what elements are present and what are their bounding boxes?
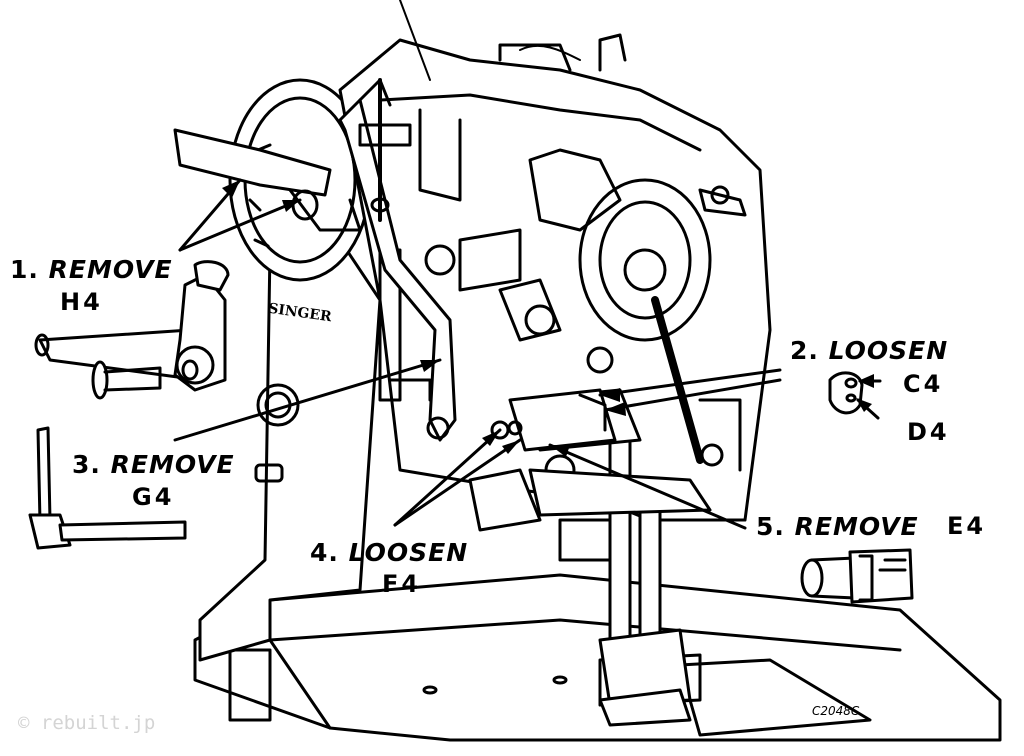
take-up-linkage: [338, 78, 457, 442]
step-number: 2.: [790, 336, 819, 365]
part-e4-illustration: [800, 548, 914, 604]
step-action: REMOVE: [110, 450, 235, 479]
part-label-c4: C4: [903, 370, 944, 398]
arrow-c4-d4-a: [598, 368, 782, 397]
arrow-h4-b: [178, 198, 302, 252]
step-action: LOOSEN: [828, 336, 949, 365]
tension-lever: [173, 128, 362, 232]
part-label-d4: D4: [907, 418, 950, 446]
machine-bed: [193, 573, 1002, 742]
drawing-code: C2048C: [812, 704, 860, 718]
arrow-c4-d4-b: [603, 378, 782, 412]
step-3-label: 3. REMOVE: [72, 452, 235, 477]
feed-rock-shaft: [490, 388, 617, 452]
part-label-f4: F4: [382, 570, 422, 598]
arrow-f4-b: [393, 438, 522, 527]
watermark: © rebuilt.jp: [18, 712, 156, 734]
step-action: REMOVE: [48, 255, 173, 284]
step-number: 5.: [756, 512, 785, 541]
step-number: 1.: [10, 255, 39, 284]
leader-arrows: [173, 178, 882, 530]
arrow-g4: [173, 358, 442, 442]
machine-pillar: [198, 238, 382, 662]
part-c4-d4-illustration: [828, 371, 864, 415]
part-label-g4: G4: [132, 483, 175, 511]
arrow-heads: [222, 180, 874, 457]
step-5-label: 5. REMOVE: [756, 514, 919, 539]
step-2-label: 2. LOOSEN: [790, 338, 948, 363]
step-1-label: 1. REMOVE: [10, 257, 173, 282]
step-number: 3.: [72, 450, 101, 479]
arrow-f4-a: [393, 428, 502, 527]
step-4-label: 4. LOOSEN: [310, 540, 468, 565]
step-action: REMOVE: [794, 512, 919, 541]
step-number: 4.: [310, 538, 339, 567]
step-action: LOOSEN: [348, 538, 469, 567]
arrow-e4: [548, 443, 747, 530]
part-label-h4: H4: [60, 288, 103, 316]
part-label-e4: E4: [947, 512, 987, 540]
part-h4-illustration: [34, 260, 230, 400]
part-g4-illustration: [28, 426, 187, 550]
